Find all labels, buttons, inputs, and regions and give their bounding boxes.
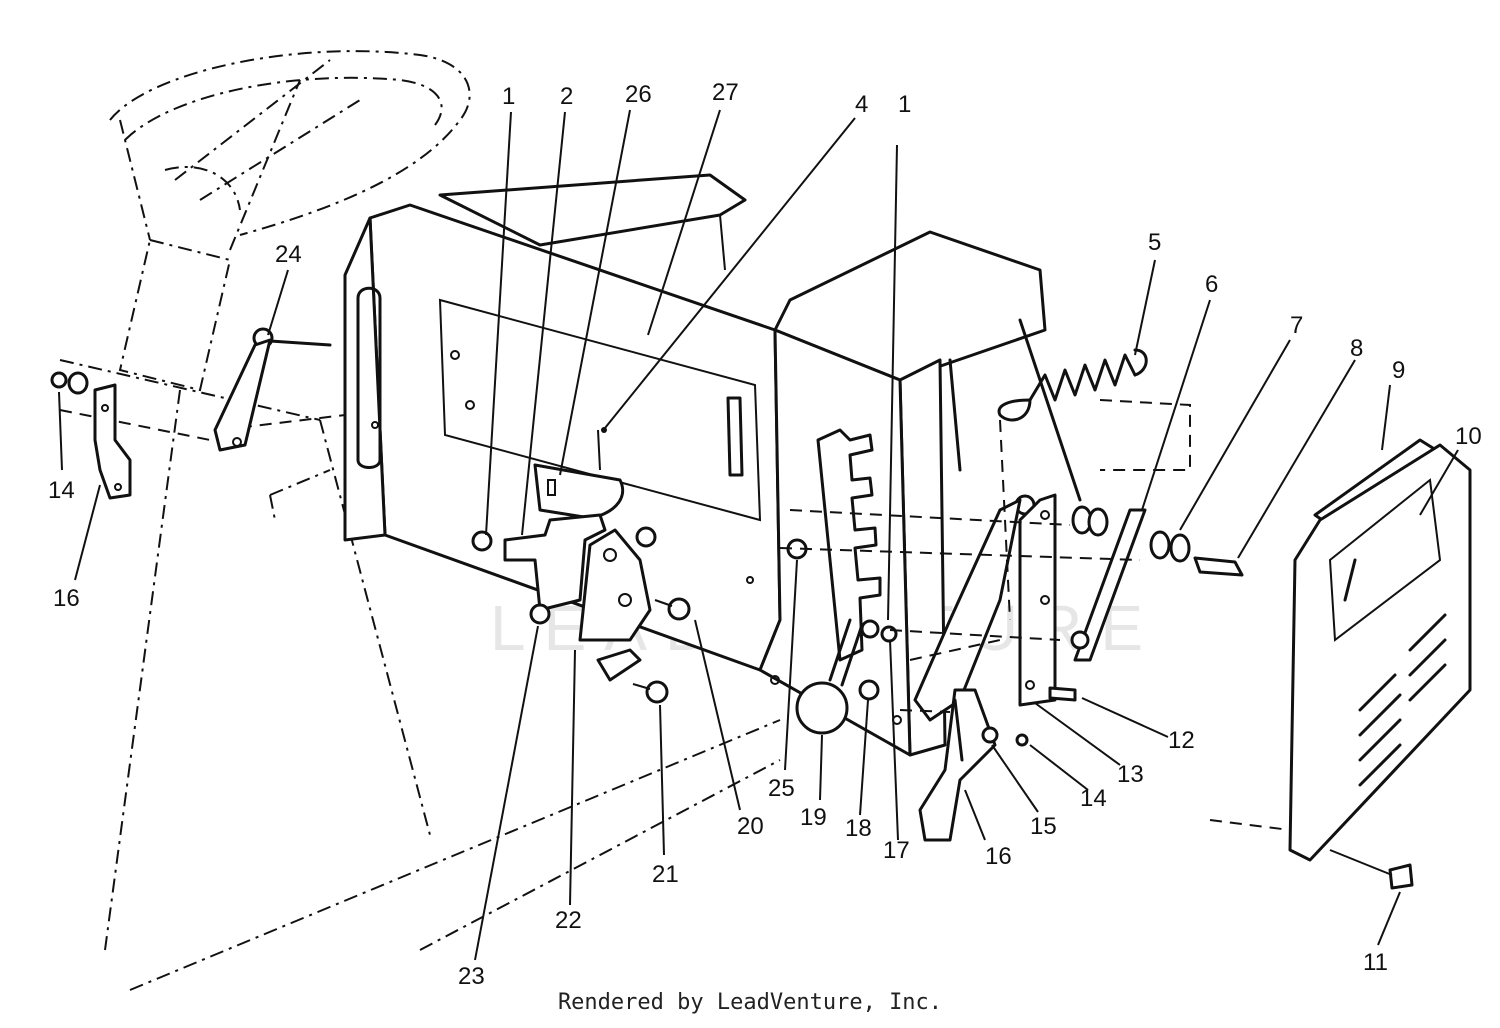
callout-2: 2 [560, 83, 573, 110]
throttle-linkage-left [50, 327, 332, 500]
footer-credit: Rendered by LeadVenture, Inc. [557, 990, 943, 1015]
brake-linkage [913, 493, 1057, 842]
vent-slots [1358, 613, 1447, 787]
callout-11: 11 [1363, 949, 1388, 976]
callout-16a: 16 [53, 585, 80, 612]
callout-15: 15 [1030, 813, 1057, 840]
callout-20: 20 [737, 813, 764, 840]
callout-27: 27 [712, 79, 739, 106]
callout-14b: 14 [1080, 785, 1107, 812]
callout-12: 12 [1168, 727, 1195, 754]
pivot-plate [578, 528, 652, 682]
callout-14a: 14 [48, 477, 75, 504]
brake-lever-arm [1048, 505, 1244, 702]
callout-26: 26 [625, 81, 652, 108]
spring [997, 348, 1148, 422]
callout-1b: 1 [898, 91, 911, 118]
phantom-frame-lines [59, 399, 781, 991]
callout-7: 7 [1290, 312, 1303, 339]
side-panel [1288, 438, 1472, 890]
shift-lever [795, 618, 864, 735]
callout-9: 9 [1392, 357, 1405, 384]
callout-19: 19 [800, 804, 827, 831]
callout-8: 8 [1350, 335, 1363, 362]
callout-6: 6 [1205, 271, 1218, 298]
callout-21: 21 [652, 861, 679, 888]
leader-lines [58, 109, 1459, 961]
callout-17: 17 [883, 837, 910, 864]
callout-5: 5 [1148, 229, 1161, 256]
callout-22: 22 [555, 907, 582, 934]
callout-1a: 1 [502, 83, 515, 110]
callout-10: 10 [1455, 423, 1482, 450]
steering-wheel-phantom [59, 50, 471, 951]
callout-24: 24 [275, 241, 302, 268]
callout-4: 4 [855, 91, 868, 118]
mount-bracket [503, 513, 607, 612]
callout-18: 18 [845, 815, 872, 842]
callout-23: 23 [458, 963, 485, 990]
alignment-lines [779, 419, 1291, 831]
callout-16b: 16 [985, 843, 1012, 870]
callout-25: 25 [768, 775, 795, 802]
callouts: 1 2 26 27 4 1 5 6 7 8 9 10 24 14 16 12 1… [48, 79, 1482, 990]
callout-13: 13 [1117, 761, 1144, 788]
dash-panel [343, 173, 1191, 757]
